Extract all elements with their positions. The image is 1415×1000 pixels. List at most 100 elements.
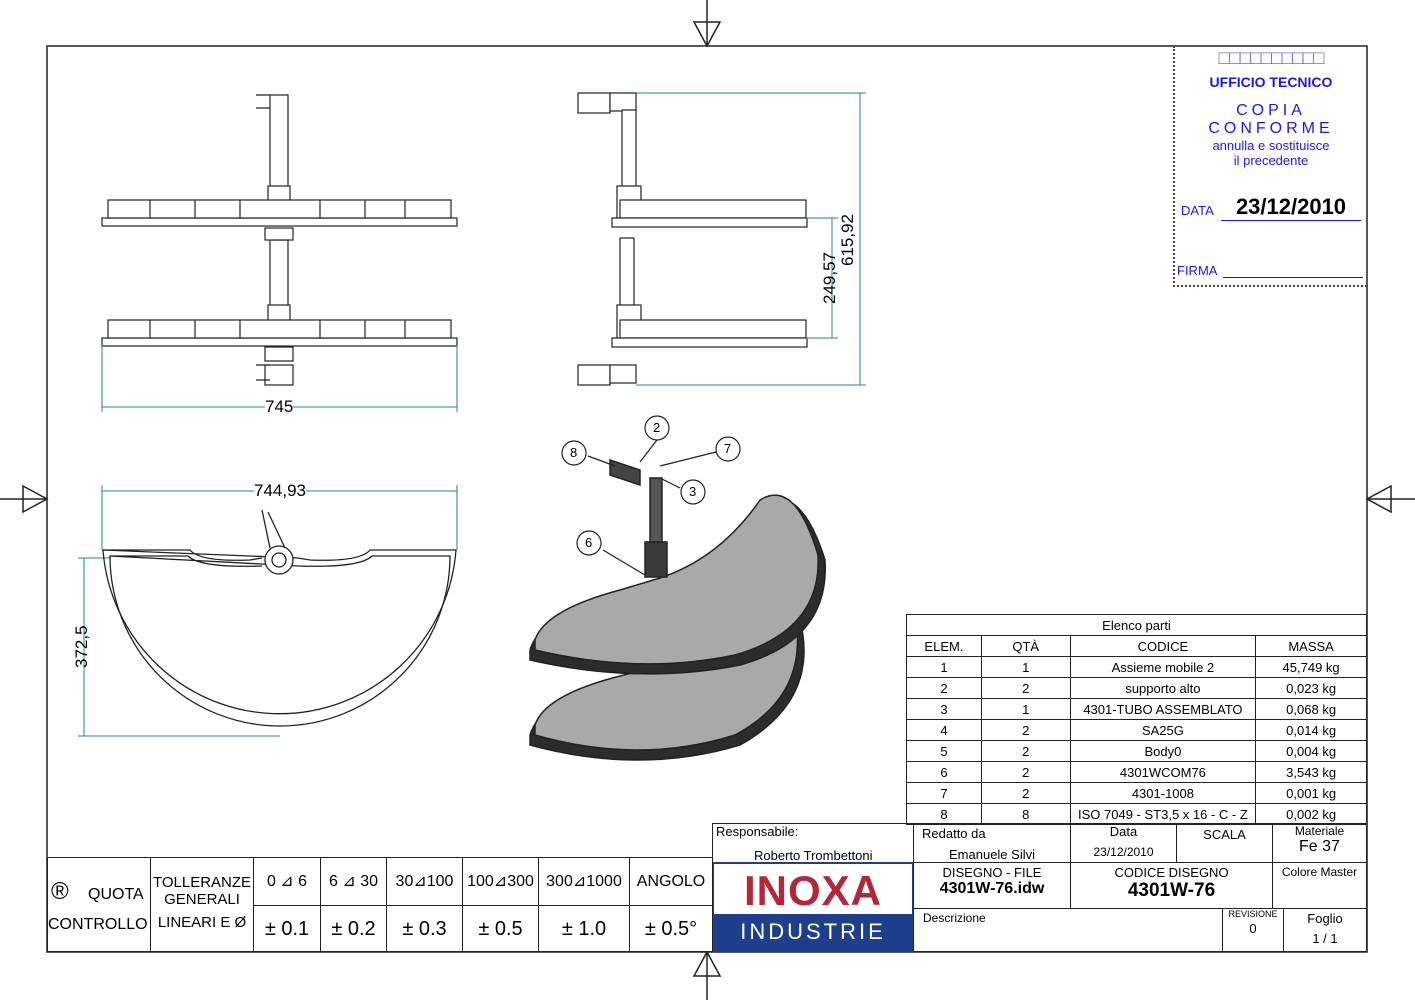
tolerance-range: 300⊿1000 bbox=[538, 857, 630, 906]
stamp-sign-line bbox=[1223, 277, 1363, 278]
approval-stamp: □□□□□□□□□□ UFFICIO TECNICO COPIA CONFORM… bbox=[1173, 46, 1367, 287]
material-cell: Materiale Fe 37 bbox=[1272, 823, 1367, 863]
revision-cell: REVISIONE 0 bbox=[1222, 908, 1284, 952]
parts-qty: 1 bbox=[980, 656, 1071, 678]
stamp-note1: annulla e sostituisce bbox=[1212, 138, 1330, 153]
col-header-elem: ELEM. bbox=[906, 635, 982, 657]
parts-mass: 0,002 kg bbox=[1255, 803, 1367, 825]
drawing-code-cell: CODICE DISEGNO 4301W-76 bbox=[1070, 862, 1273, 909]
stamp-conforme: CONFORME bbox=[1208, 120, 1334, 137]
tolleranze-label: TOLLERANZE bbox=[152, 874, 252, 891]
parts-mass: 0,004 kg bbox=[1255, 740, 1367, 762]
front-view bbox=[101, 94, 458, 386]
drawing-code-value: 4301W-76 bbox=[1127, 880, 1216, 901]
col-header-code: CODICE bbox=[1069, 635, 1257, 657]
parts-qty: 2 bbox=[980, 677, 1071, 699]
tolerance-range: 100⊿300 bbox=[462, 857, 539, 906]
drafted-name: Emanuele Silvi bbox=[949, 847, 1035, 862]
drawing-file-label: DISEGNO - FILE bbox=[942, 865, 1042, 880]
top-view bbox=[102, 509, 457, 727]
parts-elem: 1 bbox=[906, 656, 982, 678]
balloon-3: 3 bbox=[689, 484, 697, 499]
color-master-cell: Colore Master bbox=[1272, 862, 1367, 909]
parts-elem: 8 bbox=[906, 803, 982, 825]
side-view bbox=[577, 92, 808, 386]
parts-qty: 1 bbox=[980, 698, 1071, 720]
parts-elem: 3 bbox=[906, 698, 982, 720]
parts-list-title: Elenco parti bbox=[906, 614, 1367, 636]
parts-elem: 6 bbox=[906, 761, 982, 783]
parts-elem: 5 bbox=[906, 740, 982, 762]
parts-code: 4301-1008 bbox=[1069, 782, 1257, 804]
generali-label: GENERALI bbox=[164, 891, 240, 908]
tolerance-range: 6 ⊿ 30 bbox=[320, 857, 387, 906]
parts-mass: 0,068 kg bbox=[1255, 698, 1367, 720]
responsible-label: Responsabile: bbox=[716, 824, 799, 839]
tolerance-value: ± 0.3 bbox=[386, 905, 463, 952]
parts-code: Assieme mobile 2 bbox=[1069, 656, 1257, 678]
stamp-sign-label: FIRMA bbox=[1177, 263, 1218, 278]
responsible-cell: Responsabile: Roberto Trombettoni bbox=[712, 823, 914, 863]
parts-qty: 2 bbox=[980, 719, 1071, 741]
drawing-file-cell: DISEGNO - FILE 4301W-76.idw bbox=[913, 862, 1071, 909]
parts-elem: 2 bbox=[906, 677, 982, 699]
parts-code: 4301-TUBO ASSEMBLATO bbox=[1069, 698, 1257, 720]
drafted-cell: Redatto da Emanuele Silvi bbox=[913, 823, 1071, 863]
tolerance-value: ± 0.5 bbox=[462, 905, 539, 952]
parts-code: Body0 bbox=[1069, 740, 1257, 762]
material-label: Materiale bbox=[1294, 824, 1345, 838]
controllo-label: CONTROLLO bbox=[48, 916, 148, 933]
parts-elem: 7 bbox=[906, 782, 982, 804]
registered-icon: ® bbox=[51, 878, 69, 905]
dim-side-total: 615,92 bbox=[838, 214, 857, 266]
dim-top-width: 744,93 bbox=[254, 481, 306, 501]
description-label: Descrizione bbox=[923, 911, 986, 925]
date-cell: Data 23/12/2010 bbox=[1070, 823, 1177, 863]
isometric-view bbox=[529, 458, 826, 761]
parts-mass: 3,543 kg bbox=[1255, 761, 1367, 783]
sheet-value: 1 / 1 bbox=[1312, 931, 1338, 946]
tolerance-value: ± 0.1 bbox=[253, 905, 321, 952]
dimension-lines bbox=[78, 92, 866, 737]
drafted-label: Redatto da bbox=[922, 826, 986, 841]
revision-label: REVISIONE bbox=[1228, 909, 1278, 919]
stamp-date-value: 23/12/2010 bbox=[1221, 194, 1361, 221]
dim-top-depth: 372,5 bbox=[72, 625, 91, 668]
dim-side-shelf: 249,57 bbox=[820, 252, 839, 304]
stamp-boxes: □□□□□□□□□□ bbox=[1218, 48, 1325, 69]
tolerance-range: ANGOLO bbox=[629, 857, 713, 906]
date-label: Data bbox=[1109, 824, 1138, 839]
col-header-qty: QTÀ bbox=[980, 635, 1071, 657]
dim-front-width: 745 bbox=[265, 397, 294, 417]
balloon-7: 7 bbox=[724, 441, 732, 456]
tolerance-value: ± 1.0 bbox=[538, 905, 630, 952]
quota-label: QUOTA bbox=[88, 886, 144, 903]
control-cell: ® QUOTA CONTROLLO bbox=[47, 857, 151, 952]
color-master-label: Colore Master bbox=[1281, 865, 1358, 879]
parts-elem: 4 bbox=[906, 719, 982, 741]
scale-label: SCALA bbox=[1203, 827, 1246, 842]
balloon-8: 8 bbox=[570, 445, 578, 460]
parts-mass: 0,001 kg bbox=[1255, 782, 1367, 804]
parts-code: 4301WCOM76 bbox=[1069, 761, 1257, 783]
lineari-label: LINEARI E Ø bbox=[157, 914, 247, 931]
stamp-note2: il precedente bbox=[1233, 153, 1309, 168]
parts-code: supporto alto bbox=[1069, 677, 1257, 699]
logo-text-inoxa: INOXA bbox=[743, 867, 882, 914]
tolerance-value: ± 0.2 bbox=[320, 905, 387, 952]
parts-mass: 0,014 kg bbox=[1255, 719, 1367, 741]
stamp-copy: COPIA bbox=[1236, 102, 1306, 119]
responsible-name: Roberto Trombettoni bbox=[754, 848, 873, 863]
parts-qty: 2 bbox=[980, 761, 1071, 783]
stamp-date-label: DATA bbox=[1181, 203, 1214, 218]
